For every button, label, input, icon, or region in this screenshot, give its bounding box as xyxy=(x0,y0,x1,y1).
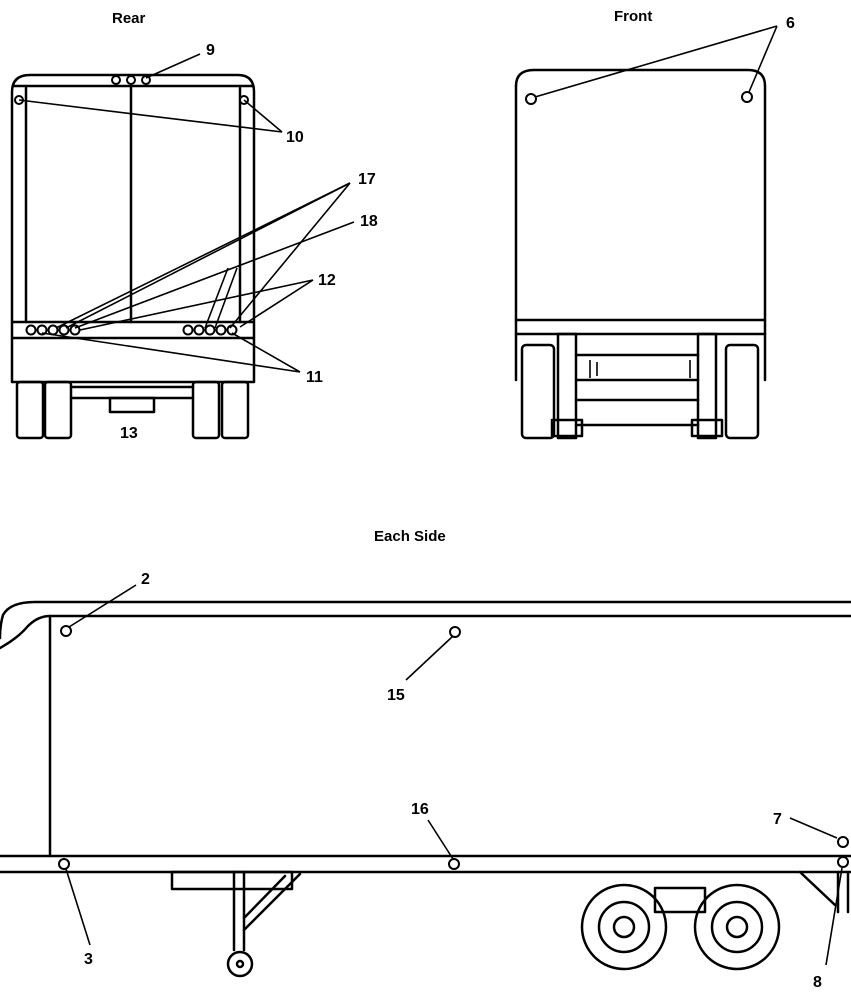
leader-12a xyxy=(79,279,314,331)
side-wheel-2-hub xyxy=(725,915,749,939)
lamp-9c xyxy=(141,75,151,85)
leader-6b xyxy=(748,25,778,93)
side-gear-brace-2 xyxy=(242,874,287,920)
rear-plate-lamp-housing xyxy=(108,396,156,414)
callout-8: 8 xyxy=(813,974,822,991)
rear-view: Rear xyxy=(10,10,378,442)
leader-2 xyxy=(68,584,137,628)
side-suspension xyxy=(653,886,707,914)
lamp-rl3 xyxy=(47,324,59,336)
front-body-outline xyxy=(514,68,767,382)
rear-right-tire-inner xyxy=(191,380,221,440)
lamp-16 xyxy=(448,858,460,870)
lamp-6-left xyxy=(525,93,537,105)
leader-10b xyxy=(243,99,283,133)
front-right-tire xyxy=(724,343,760,440)
lamp-9a xyxy=(111,75,121,85)
leader-12b xyxy=(239,279,314,328)
lamp-9b xyxy=(126,75,136,85)
callout-13: 13 xyxy=(120,425,138,442)
side-wheel-1-hub xyxy=(612,915,636,939)
rear-leader-lines xyxy=(18,53,355,373)
lamp-rr2 xyxy=(193,324,205,336)
lamp-8 xyxy=(837,856,849,868)
front-left-leg xyxy=(556,332,578,440)
rear-body-outline xyxy=(10,73,256,384)
front-right-leg xyxy=(696,332,718,440)
callout-6: 6 xyxy=(786,15,795,32)
callout-9: 9 xyxy=(206,42,215,59)
callout-16: 16 xyxy=(411,801,429,818)
side-roof-rail-inner xyxy=(0,614,851,650)
rear-left-tire-outer xyxy=(15,380,45,440)
side-view: Each Side xyxy=(0,528,851,991)
front-left-tire xyxy=(520,343,556,440)
side-gear-foot xyxy=(226,950,254,978)
rear-view-title: Rear xyxy=(112,10,146,27)
side-view-title: Each Side xyxy=(374,528,446,545)
rear-left-tire-inner xyxy=(43,380,73,440)
side-wheel-2 xyxy=(693,883,781,971)
side-wheel-2-rim xyxy=(710,900,764,954)
leader-9 xyxy=(145,53,201,79)
callout-18: 18 xyxy=(360,213,378,230)
leader-18a xyxy=(74,221,355,329)
lamp-rr4 xyxy=(215,324,227,336)
leader-17c xyxy=(229,182,351,329)
side-bumper-brace xyxy=(798,870,837,907)
leader-7 xyxy=(789,817,838,839)
lamp-rr3 xyxy=(204,324,216,336)
side-wheel-1-rim xyxy=(597,900,651,954)
leader-15 xyxy=(405,636,453,681)
callout-17: 17 xyxy=(358,171,376,188)
rear-right-tire-outer xyxy=(220,380,250,440)
leader-10a xyxy=(18,99,283,133)
lamp-3 xyxy=(58,858,70,870)
leader-11a xyxy=(41,332,301,373)
callout-12: 12 xyxy=(318,272,336,289)
callout-3: 3 xyxy=(84,951,93,968)
leader-8 xyxy=(825,867,843,966)
lamp-rr1 xyxy=(182,324,194,336)
lamp-2 xyxy=(60,625,72,637)
front-view: Front 6 xyxy=(514,8,795,440)
callout-7: 7 xyxy=(773,811,782,828)
front-right-foot xyxy=(690,418,724,438)
leader-6a xyxy=(534,25,778,98)
front-left-foot xyxy=(550,418,584,438)
leader-17b xyxy=(65,182,351,329)
side-gear-foot-hub xyxy=(235,959,245,969)
callout-2: 2 xyxy=(141,571,150,588)
leader-16 xyxy=(427,819,454,860)
side-wheel-1 xyxy=(580,883,668,971)
callout-15: 15 xyxy=(387,687,405,704)
callout-11: 11 xyxy=(306,369,323,386)
leader-11b xyxy=(231,332,301,373)
lamp-rl1 xyxy=(25,324,37,336)
lamp-7 xyxy=(837,836,849,848)
lamp-15 xyxy=(449,626,461,638)
side-gear-brace xyxy=(242,872,302,932)
front-view-title: Front xyxy=(614,8,652,25)
leader-3 xyxy=(65,868,91,946)
lamp-rl2 xyxy=(36,324,48,336)
side-roof-rail xyxy=(0,600,851,640)
lamp-6-right xyxy=(741,91,753,103)
callout-10: 10 xyxy=(286,129,304,146)
leader-18b xyxy=(204,267,229,329)
